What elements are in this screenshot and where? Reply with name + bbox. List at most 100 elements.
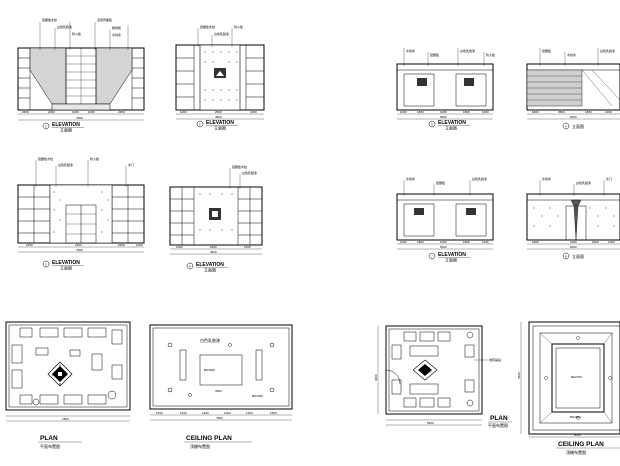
elevation-8-num: 8 bbox=[565, 255, 567, 259]
elevation-2-total: 4500 bbox=[215, 115, 222, 119]
elevation-8-sub: 立面图 bbox=[572, 253, 584, 259]
elevation-8-dim-3: 1800 bbox=[592, 240, 599, 244]
ceiling-1-code-3: 3900 bbox=[215, 389, 222, 393]
elevation-7-num: 7 bbox=[431, 255, 433, 259]
elevation-5: 铝塑板木纹 白色乳胶漆 防火板 木门 2250 2300 2250 1000 7… bbox=[17, 156, 145, 271]
ceiling-1-dim-5: 1200 bbox=[246, 411, 253, 415]
elevation-7-note-3: 白色乳胶漆 bbox=[472, 176, 487, 181]
elevation-2-note-2: 白色乳胶漆 bbox=[214, 31, 229, 36]
elevation-6-num: 6 bbox=[189, 265, 191, 269]
elevation-6-sub: 立面图 bbox=[204, 267, 216, 273]
elevation-5-note-1: 铝塑板木纹 bbox=[38, 156, 53, 161]
elevation-5-note-2: 白色乳胶漆 bbox=[58, 162, 73, 167]
elevation-8-dim-4: 1400 bbox=[608, 240, 615, 244]
plan-1-mark-a: A bbox=[59, 363, 61, 367]
elevation-5-sub: 立面图 bbox=[60, 265, 72, 271]
elevation-3-num: 3 bbox=[431, 123, 433, 127]
elevation-4-note-2: 木线条 bbox=[567, 52, 576, 57]
plan-1-sub: 平面布置图 bbox=[40, 443, 60, 449]
elevation-1: 铝塑板木纹 白色乳胶漆 防火板 深色饰面板 玻璃柜 木线条 2250 2300 … bbox=[17, 17, 145, 133]
elevation-3-note-2: 铝塑板 bbox=[430, 52, 439, 57]
elevation-6-dim-2: 2500 bbox=[210, 245, 217, 249]
plan-1-mark-b: B bbox=[52, 373, 54, 377]
elevation-5-dim-4: 1000 bbox=[136, 243, 143, 247]
elevation-7-dim-1: 1100 bbox=[400, 240, 407, 244]
elevation-5-title: ELEVATION bbox=[52, 260, 80, 266]
elevation-1-dim-1: 2250 bbox=[22, 110, 29, 114]
elevation-7-note-1: 木线条 bbox=[406, 176, 415, 181]
elevation-7-sub: 立面图 bbox=[445, 257, 457, 263]
elevation-4-sub: 立面图 bbox=[572, 123, 584, 129]
ceiling-1-dim-4: 1200 bbox=[224, 411, 231, 415]
elevation-3-sub: 立面图 bbox=[445, 125, 457, 131]
elevation-4-total: 6000 bbox=[570, 115, 577, 119]
elevation-2-dim-3: 1000 bbox=[250, 110, 257, 114]
elevation-5-note-3: 防火板 bbox=[90, 156, 99, 161]
plan-2-side: 4000 bbox=[374, 374, 378, 381]
elevation-5-dim-2: 2300 bbox=[75, 243, 82, 247]
elevation-4-dim-3: 1800 bbox=[585, 110, 592, 114]
elevation-1-total: 7800 bbox=[76, 116, 83, 120]
elevation-4-dim-2: 3500 bbox=[558, 110, 565, 114]
ceiling-1-code-2: BH3300 bbox=[252, 394, 263, 398]
elevation-2-sub: 立面图 bbox=[214, 125, 226, 131]
plan-2-note: 地砖铺设 bbox=[489, 357, 501, 362]
elevation-5-dim-1: 2250 bbox=[26, 243, 33, 247]
elevation-1-note-5: 玻璃柜 bbox=[112, 25, 121, 30]
elevation-6-note-1: 铝塑板木纹 bbox=[232, 164, 247, 169]
elevation-8-note-1: 木线条 bbox=[542, 176, 551, 181]
plan-1-mark-d: D bbox=[59, 382, 62, 386]
elevation-1-note-1: 铝塑板木纹 bbox=[42, 17, 57, 22]
elevation-7: 木线条 铝塑板 白色乳胶漆 1100 1800 1000 1800 1100 5… bbox=[396, 176, 494, 263]
ceiling-2-sub: 顶棚布置图 bbox=[566, 449, 586, 455]
elevation-6-dim-3: 1000 bbox=[244, 245, 251, 249]
elevation-1-dim-2: 2300 bbox=[48, 110, 55, 114]
elevation-8-dim-1: 1800 bbox=[532, 240, 539, 244]
elevation-1-note-6: 木线条 bbox=[112, 32, 121, 37]
elevation-6: 铝塑板木纹 白色乳胶漆 1000 2500 1000 4500 6 ELEVAT… bbox=[169, 164, 263, 273]
elevation-5-num: 5 bbox=[45, 263, 47, 267]
elevation-7-title: ELEVATION bbox=[438, 252, 466, 258]
ceiling-1-title: CEILING PLAN bbox=[186, 435, 232, 442]
elevation-5-dim-3: 2250 bbox=[118, 243, 125, 247]
elevation-3-note-4: 防火板 bbox=[486, 52, 495, 57]
elevation-3-title: ELEVATION bbox=[438, 120, 466, 126]
elevation-5-total: 7800 bbox=[76, 248, 83, 252]
elevation-1-dim-3: 1000 bbox=[72, 110, 79, 114]
elevation-4-num: 4 bbox=[565, 125, 567, 129]
plan-2-sub: 平面布置图 bbox=[488, 422, 508, 428]
elevation-7-dim-2: 1800 bbox=[417, 240, 424, 244]
elevation-8-total: 6000 bbox=[570, 245, 577, 249]
elevation-4: 铝塑板 木线条 白色乳胶漆 1800 3500 1800 1000 6000 4… bbox=[526, 48, 620, 130]
elevation-6-note-2: 白色乳胶漆 bbox=[242, 170, 257, 175]
elevation-1-dim-4: 1000 bbox=[88, 110, 95, 114]
elevation-8: 木线条 白色乳胶漆 木门 1800 1000 1800 1400 6000 8 … bbox=[526, 176, 620, 260]
elevation-3-dim-1: 1000 bbox=[400, 110, 407, 114]
ceiling-1-dim-6: 1500 bbox=[270, 411, 277, 415]
elevation-5-note-4: 木门 bbox=[128, 162, 134, 167]
ceiling-plan-1: 白色乳胶漆 BH3400 BH3300 3900 1500 1200 1200 … bbox=[149, 324, 293, 449]
elevation-1-note-3: 防火板 bbox=[72, 31, 81, 36]
elevation-6-dim-1: 1000 bbox=[176, 245, 183, 249]
elevation-3-dim-2: 1800 bbox=[417, 110, 424, 114]
elevation-2: 铝塑板木纹 白色乳胶漆 防火板 1000 2500 1000 4500 2 EL… bbox=[175, 24, 265, 131]
elevation-8-note-2: 白色乳胶漆 bbox=[576, 180, 591, 185]
ceiling-1-total: 7800 bbox=[216, 416, 223, 420]
plan-1: A B C D 7800 PLAN 平面布置图 bbox=[5, 321, 131, 449]
plan-1-mark-c: C bbox=[65, 373, 68, 377]
elevation-3-dim-4: 1800 bbox=[463, 110, 470, 114]
plan-1-total: 7800 bbox=[62, 417, 69, 421]
elevation-8-note-3: 木门 bbox=[606, 176, 612, 181]
elevation-2-note-1: 铝塑板木纹 bbox=[200, 24, 215, 29]
elevation-3-total: 5600 bbox=[440, 115, 447, 119]
ceiling-1-sub: 顶棚布置图 bbox=[190, 443, 210, 449]
elevation-6-total: 4500 bbox=[210, 250, 217, 254]
elevation-7-dim-4: 1800 bbox=[463, 240, 470, 244]
ceiling-2-total: 6000 bbox=[574, 433, 581, 437]
elevation-2-dim-1: 1000 bbox=[180, 110, 187, 114]
elevation-2-title: ELEVATION bbox=[206, 120, 234, 126]
ceiling-2-title: CEILING PLAN bbox=[558, 441, 604, 448]
plan-2-total: 5600 bbox=[427, 421, 434, 425]
ceiling-1-code-1: BH3400 bbox=[204, 368, 215, 372]
